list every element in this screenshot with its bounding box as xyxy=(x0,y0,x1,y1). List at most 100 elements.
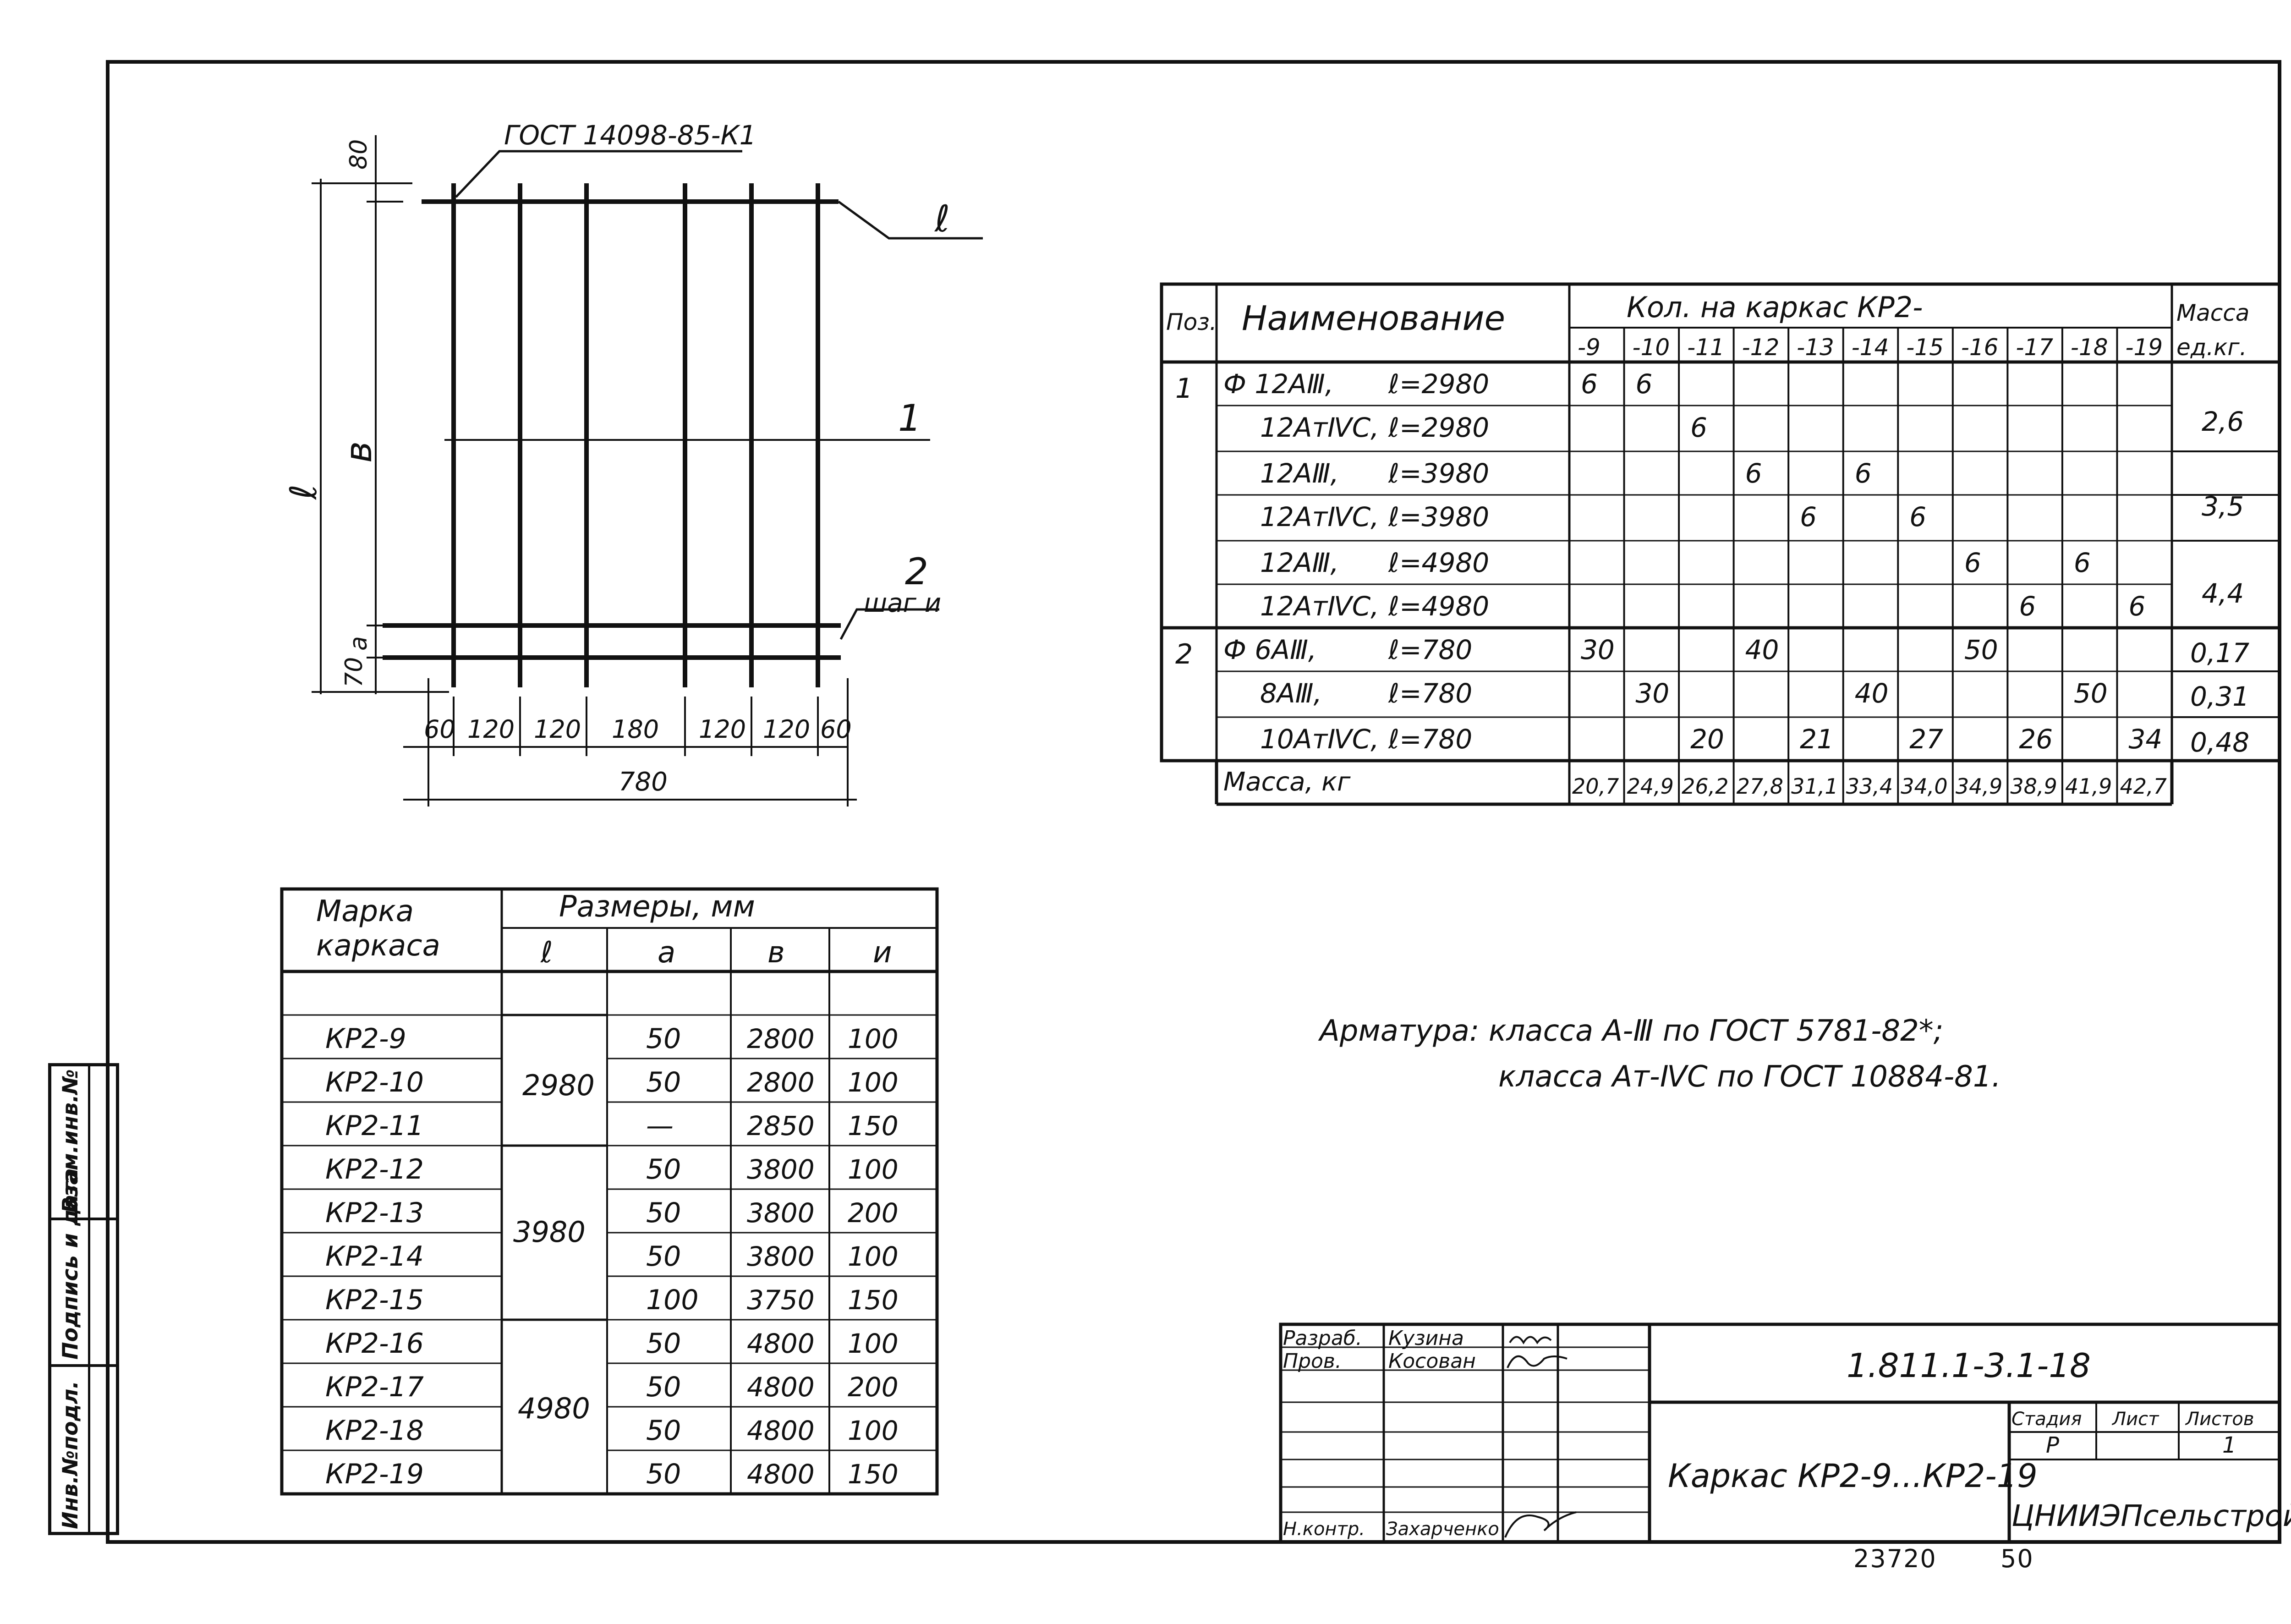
spec-row-name: 12АтⅣС, xyxy=(1260,501,1379,532)
qty-col-head: -12 xyxy=(1742,334,1780,361)
total-mass-cell: 41,9 xyxy=(2065,774,2112,799)
total-mass-cell: 31,1 xyxy=(1791,774,1838,799)
spec-col-pos: Поз. xyxy=(1166,309,1217,335)
mass-unit-value: 2,6 xyxy=(2202,406,2244,437)
callout-2-sub: шаг и xyxy=(864,588,941,618)
size-row-mark: КР2-15 xyxy=(325,1284,424,1316)
spec-row-length: ℓ=3980 xyxy=(1388,458,1489,489)
spec-col-qty: Кол. на каркас КР2- xyxy=(1627,291,1923,324)
spec-qty-cell: 6 xyxy=(1636,368,1653,400)
tb-nkontr-label: Н.контр. xyxy=(1283,1519,1365,1540)
spec-col-name: Наименование xyxy=(1242,299,1505,338)
total-mass-cell: 38,9 xyxy=(2010,774,2057,799)
side-stamp-cell xyxy=(51,1218,116,1373)
spec-qty-cell: 6 xyxy=(1800,501,1817,532)
spec-row-length: ℓ=780 xyxy=(1388,634,1472,665)
side-stamp-divider xyxy=(88,1066,90,1532)
sheet-numbers: 23720 50 xyxy=(1853,1544,2089,1573)
dim-80: 80 xyxy=(345,139,373,170)
spec-qty-cell: 6 xyxy=(1964,547,1981,578)
total-mass-cell: 42,7 xyxy=(2120,774,2166,799)
spec-row-length: ℓ=3980 xyxy=(1388,501,1489,532)
total-mass-cell: 26,2 xyxy=(1682,774,1728,799)
sheet-number: 50 xyxy=(2000,1544,2034,1573)
tb-title: Каркас КР2-9...КР2-19 xyxy=(1668,1457,2038,1495)
armatura-note: Арматура: класса А-Ⅲ по ГОСТ 5781-82*; к… xyxy=(1320,1008,2001,1100)
size-row-mark: КР2-19 xyxy=(325,1458,424,1490)
size-col-mark: Марка xyxy=(316,894,414,928)
spec-row-name: 10АтⅣС, xyxy=(1260,724,1379,755)
spec-qty-cell: 21 xyxy=(1800,724,1834,755)
side-stamp-cell xyxy=(51,1364,116,1538)
spec-qty-cell: 26 xyxy=(2019,724,2053,755)
tb-razrab-name: Кузина xyxy=(1388,1327,1464,1350)
side-inv-label: Инв.№подл. xyxy=(58,1381,82,1529)
spec-qty-cell: 50 xyxy=(1964,634,1998,665)
qty-col-head: -11 xyxy=(1687,334,1725,361)
spec-qty-cell: 6 xyxy=(2128,591,2145,622)
size-row-mark: КР2-12 xyxy=(325,1153,424,1185)
tb-nkontr-name: Захарченко xyxy=(1386,1519,1499,1540)
spec-col-mass-sub: ед.кг. xyxy=(2176,334,2247,361)
size-row-u: 100 xyxy=(848,1241,899,1272)
spec-table xyxy=(1160,282,2281,806)
dim-70: 70 xyxy=(340,657,368,687)
spec-qty-cell: 40 xyxy=(1745,634,1779,665)
spec-qty-cell: 6 xyxy=(2019,591,2036,622)
spec-qty-cell: 20 xyxy=(1690,724,1724,755)
spec-row-name: 12АⅢ, xyxy=(1260,547,1339,578)
size-row-mark: КР2-10 xyxy=(325,1066,424,1098)
total-mass-cell: 24,9 xyxy=(1627,774,1674,799)
size-row-a: 50 xyxy=(646,1066,681,1098)
signature-razrab xyxy=(1509,1336,1552,1344)
qty-col-head: -16 xyxy=(1961,334,1999,361)
size-row-mark: КР2-9 xyxy=(325,1023,406,1055)
spec-row-length: ℓ=780 xyxy=(1388,678,1472,709)
tb-razrab-label: Разраб. xyxy=(1283,1327,1362,1350)
title-block xyxy=(1279,1322,2281,1544)
bottom-dim: 120 xyxy=(534,715,581,744)
spec-row-length: ℓ=2980 xyxy=(1388,368,1489,400)
size-subcol-l: ℓ xyxy=(540,936,553,970)
size-row-u: 100 xyxy=(848,1067,899,1098)
bottom-dim: 120 xyxy=(467,715,515,744)
size-subcol-a: а xyxy=(658,936,675,970)
size-row-b: 4800 xyxy=(747,1415,815,1446)
size-row-mark: КР2-14 xyxy=(325,1240,424,1273)
size-row-mark: КР2-16 xyxy=(325,1328,424,1360)
tb-org: ЦНИИЭПсельстрой xyxy=(2011,1499,2291,1533)
gost-label: ГОСТ 14098-85-К1 xyxy=(504,120,756,151)
title-block-text: Разраб. Кузина Пров. Косован Н.контр. За… xyxy=(1283,1327,2291,1540)
l-group: 2980 xyxy=(522,1069,595,1102)
callout-2: 2 xyxy=(905,550,928,593)
total-mass-cell: 34,9 xyxy=(1956,774,2002,799)
qty-col-head: -18 xyxy=(2071,334,2108,361)
spec-row-pos: 2 xyxy=(1175,638,1193,670)
size-table xyxy=(280,887,939,1496)
size-row-mark: КР2-18 xyxy=(325,1415,424,1447)
spec-qty-cell: 50 xyxy=(2074,678,2108,709)
bottom-dim: 180 xyxy=(612,715,659,744)
total-mass-label: Масса, кг xyxy=(1223,767,1351,797)
spec-col-mass: Масса xyxy=(2176,300,2249,326)
spec-row-length: ℓ=4980 xyxy=(1388,547,1489,578)
size-col-mark2: каркаса xyxy=(316,929,440,963)
size-row-a: 50 xyxy=(646,1458,681,1490)
qty-col-head: -17 xyxy=(2016,334,2053,361)
bottom-dim: 60 xyxy=(820,715,852,744)
spec-qty-cell: 6 xyxy=(1855,458,1872,489)
callout-l: ℓ xyxy=(934,198,950,240)
spec-qty-cell: 30 xyxy=(1636,678,1670,709)
size-row-mark: КР2-13 xyxy=(325,1197,424,1229)
signature-nkontr xyxy=(1504,1511,1577,1538)
mass-unit-value: 4,4 xyxy=(2202,578,2244,609)
tb-sheets-label: Листов xyxy=(2185,1409,2254,1430)
size-row-a: 50 xyxy=(646,1153,681,1185)
size-col-sizes: Размеры, мм xyxy=(559,890,755,924)
size-row-a: 50 xyxy=(646,1371,681,1403)
size-row-b: 4800 xyxy=(747,1372,815,1403)
spec-row-length: ℓ=2980 xyxy=(1388,412,1489,443)
size-row-u: 200 xyxy=(848,1372,899,1403)
size-row-u: 150 xyxy=(848,1284,899,1316)
frame-drawing xyxy=(312,135,983,807)
